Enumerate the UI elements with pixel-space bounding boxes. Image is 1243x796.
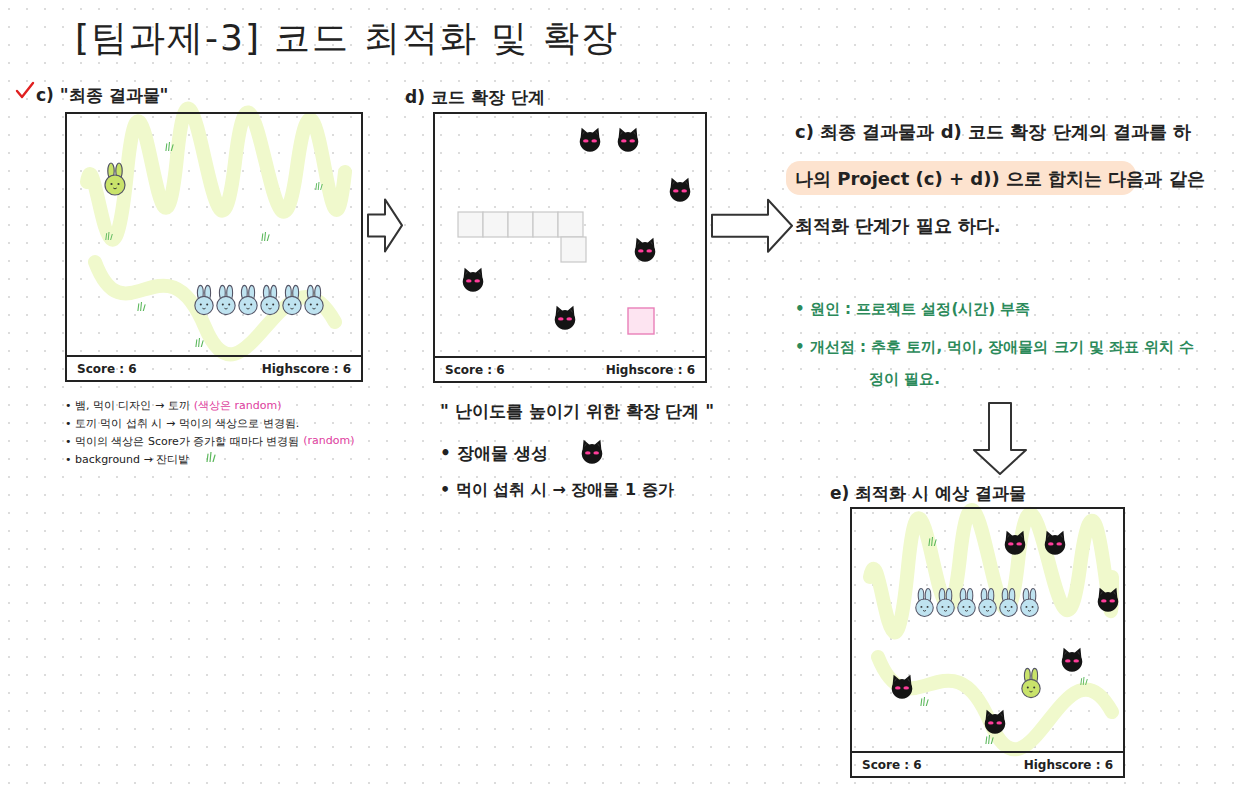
panel-heading: e) 최적화 시 예상 결과물	[830, 482, 1026, 505]
score-bar: Score : 6 Highscore : 6	[435, 356, 705, 381]
snake-bunnies	[916, 589, 1039, 617]
note-text: • 먹이 섭취 시 → 장애물 1 증가	[440, 480, 674, 501]
lawn-scribble	[870, 510, 1112, 749]
food-bunny	[1022, 668, 1040, 697]
note-text: • 뱀, 먹이 디자인 → 토끼	[65, 398, 190, 413]
panel-heading: d) 코드 확장 단계	[405, 86, 545, 109]
panel-heading: c) "최종 결과물"	[36, 84, 168, 107]
note-text: • 장애물 생성	[440, 442, 548, 465]
score-bar: Score : 6 Highscore : 6	[67, 355, 361, 380]
note-text: • 토끼 먹이 섭취 시 → 먹이의 색상으로 변경됨.	[65, 416, 299, 431]
game-panel: e) 최적화 시 예상 결과물 Score : 6 Highscore : 6	[826, 480, 1127, 780]
note-text: • 먹이의 색상은 Score가 증가할 때마다 변경됨	[65, 434, 299, 449]
obstacle-cats	[463, 128, 691, 330]
score-text: Score : 6	[445, 363, 505, 377]
game-scene-d	[433, 112, 707, 358]
grass-icon	[205, 451, 217, 463]
lawn-scribble	[87, 108, 345, 354]
game-panel: c) "최종 결과물" Score : 6 Highscore : 6	[20, 82, 365, 384]
score-text: Score : 6	[77, 362, 137, 376]
page-title: [팀과제-3] 코드 최적화 및 확장	[75, 14, 619, 63]
summary-paragraph: c) 최종 결과물과 d) 코드 확장 단계의 결과를 하나의 Project …	[795, 108, 1205, 249]
snake-squares	[458, 212, 586, 262]
food-bunny	[105, 163, 125, 195]
block-arrow	[712, 200, 792, 252]
check-mark	[14, 80, 36, 102]
game-panel: d) 코드 확장 단계 Score : 6 Highscore : 6	[405, 84, 709, 385]
grass-tufts	[106, 142, 322, 347]
pink-note: (random)	[303, 434, 354, 447]
green-bullet: • 개선점 : 추후 토끼, 먹이, 장애물의 크기 및 좌표 위치 수정이 필…	[795, 331, 1205, 395]
game-screen: Score : 6 Highscore : 6	[850, 507, 1125, 778]
score-text: Score : 6	[862, 758, 922, 772]
game-screen: Score : 6 Highscore : 6	[433, 112, 707, 383]
note-text: " 난이도를 높이기 위한 확장 단계 "	[440, 400, 714, 423]
snake-bunnies	[195, 285, 323, 314]
game-scene-e	[850, 507, 1125, 752]
game-screen: Score : 6 Highscore : 6	[65, 112, 363, 382]
block-arrow	[368, 199, 402, 251]
block-arrow	[974, 403, 1026, 474]
green-bullet: • 원인 : 프로젝트 설정(시간) 부족	[795, 293, 1205, 325]
highscore-text: Highscore : 6	[262, 362, 351, 376]
note-text: • background → 잔디밭	[65, 452, 189, 467]
game-scene-c	[65, 112, 363, 357]
obstacle-cats	[892, 531, 1119, 734]
food-square	[628, 308, 654, 334]
highscore-text: Highscore : 6	[606, 363, 695, 377]
cat-icon	[578, 438, 606, 466]
highscore-text: Highscore : 6	[1024, 758, 1113, 772]
note-band: c) 최종 결과물과 d) 코드 확장 단계의 결과를 하나의 Project …	[795, 108, 1205, 395]
grass-tufts	[921, 537, 1087, 744]
score-bar: Score : 6 Highscore : 6	[852, 751, 1123, 776]
pink-note: (색상은 random)	[194, 398, 282, 413]
